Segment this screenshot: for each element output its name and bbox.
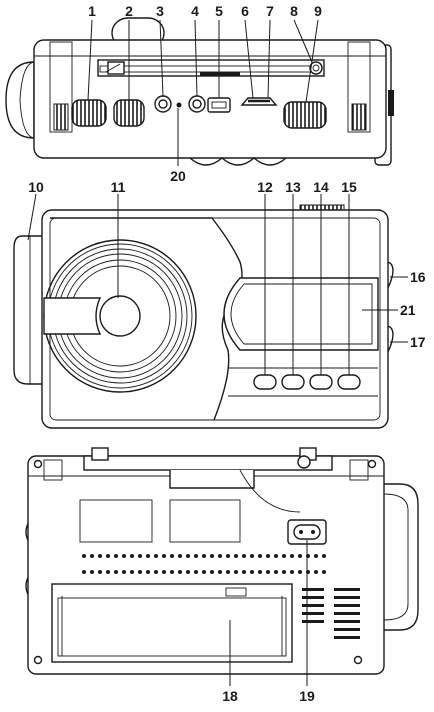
antenna-hinge bbox=[169, 470, 255, 489]
button-14 bbox=[309, 374, 333, 390]
side-vent-slots bbox=[302, 588, 360, 639]
vent-row-top bbox=[80, 553, 326, 561]
callout-10: 10 bbox=[28, 179, 44, 195]
callout-13: 13 bbox=[285, 179, 301, 195]
led-20 bbox=[176, 102, 182, 108]
callout-6: 6 bbox=[241, 3, 249, 19]
battery-compartment-18 bbox=[51, 583, 293, 663]
callout-4: 4 bbox=[191, 3, 199, 19]
back-handle bbox=[384, 483, 419, 631]
dial-9 bbox=[283, 101, 327, 129]
jack-3 bbox=[154, 95, 172, 113]
side-handle bbox=[13, 235, 42, 385]
vent-row-bottom bbox=[80, 566, 326, 574]
callout-19: 19 bbox=[299, 688, 315, 704]
keyhole-panel bbox=[43, 297, 102, 335]
button-12 bbox=[253, 374, 277, 390]
callout-21: 21 bbox=[400, 302, 416, 318]
callout-20: 20 bbox=[170, 168, 186, 184]
callout-16: 16 bbox=[410, 269, 426, 285]
button-13 bbox=[281, 374, 305, 390]
callout-2: 2 bbox=[125, 3, 133, 19]
front-body bbox=[41, 209, 389, 429]
label-recess-left bbox=[79, 499, 153, 543]
leader-lines bbox=[27, 19, 408, 686]
callout-14: 14 bbox=[313, 179, 329, 195]
tuning-wheel-1 bbox=[71, 99, 107, 127]
button-15 bbox=[337, 374, 361, 390]
callout-1: 1 bbox=[88, 3, 96, 19]
front-knobs-edge bbox=[189, 157, 287, 166]
callout-15: 15 bbox=[341, 179, 357, 195]
jack-4 bbox=[188, 95, 206, 113]
callout-8: 8 bbox=[290, 3, 298, 19]
display-21 bbox=[223, 277, 379, 351]
callout-3: 3 bbox=[156, 3, 164, 19]
usb-port-5 bbox=[207, 97, 231, 113]
front-view bbox=[13, 204, 394, 429]
label-recess-right bbox=[169, 499, 241, 543]
callout-9: 9 bbox=[314, 3, 322, 19]
callout-numbers: 1 2 3 4 5 6 7 8 9 20 10 11 12 13 14 15 1… bbox=[28, 3, 426, 704]
callout-11: 11 bbox=[111, 179, 126, 195]
volume-wheel-2 bbox=[113, 99, 145, 127]
callout-17: 17 bbox=[410, 334, 426, 350]
callout-5: 5 bbox=[215, 3, 223, 19]
callout-7: 7 bbox=[266, 3, 274, 19]
top-view bbox=[5, 17, 394, 166]
callout-12: 12 bbox=[257, 179, 273, 195]
back-view bbox=[25, 447, 419, 675]
callout-18: 18 bbox=[222, 688, 238, 704]
